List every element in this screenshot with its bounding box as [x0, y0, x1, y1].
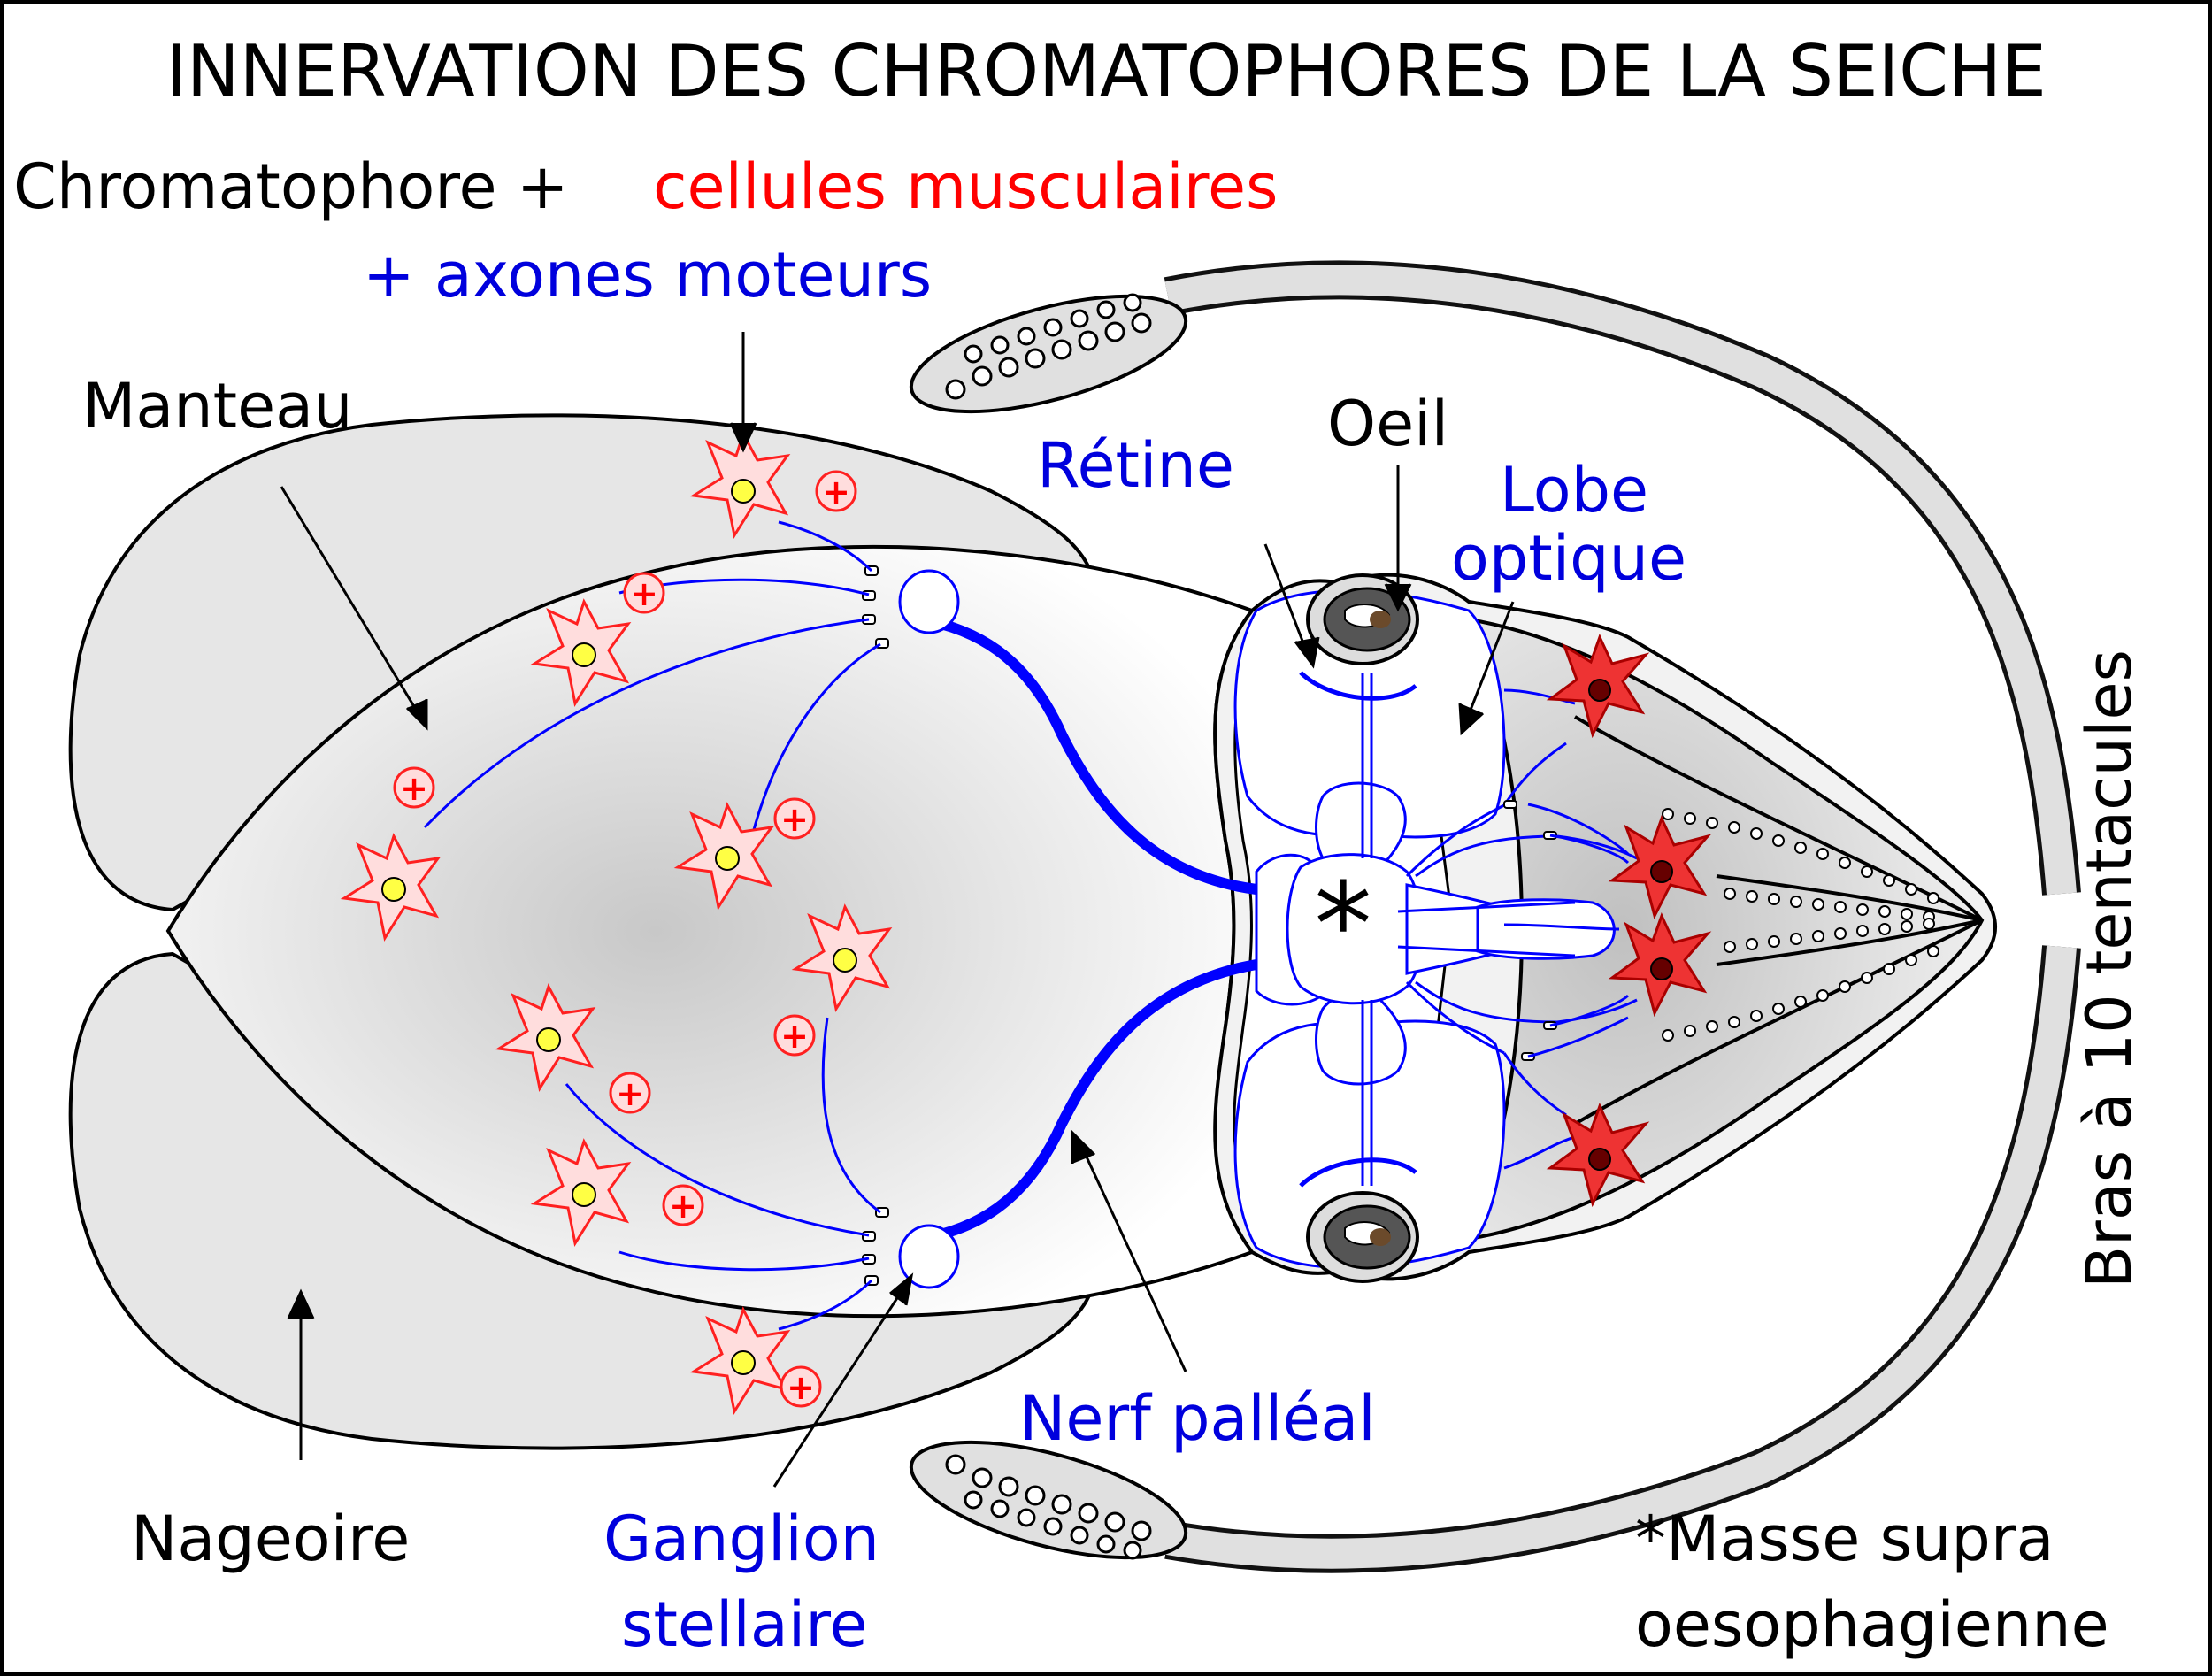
arm-lines: [1573, 715, 1983, 1126]
svg-text:+: +: [780, 1017, 809, 1056]
label-lobe: Lobe: [1500, 454, 1648, 527]
svg-text:+: +: [787, 1368, 815, 1407]
title: INNERVATION DES CHROMATOPHORES DE LA SEI…: [165, 30, 2047, 112]
eye-upper: [1306, 573, 1419, 665]
supraoesophageal-mass: [1286, 853, 1424, 1005]
stellate-ganglia: [898, 569, 960, 1289]
label-ganglion: Ganglion: [603, 1503, 879, 1575]
club-suckers: [945, 293, 1152, 1560]
svg-text:+: +: [822, 473, 850, 511]
svg-text:+: +: [400, 769, 428, 808]
svg-text:+: +: [780, 800, 809, 839]
retinas: [1299, 671, 1417, 1188]
plus-glyphs: + + + + + + + +: [400, 473, 850, 1407]
pointer-arrows: [280, 332, 1515, 1488]
chromatophore-nuclei: [381, 479, 857, 1375]
brachial-lobe: [1476, 898, 1616, 960]
label-masse-2: oesophagienne: [1635, 1588, 2109, 1661]
pallial-nerves: [919, 614, 1257, 1244]
svg-text:+: +: [616, 1074, 644, 1113]
label-manteau: Manteau: [82, 370, 352, 442]
label-stellaire: stellaire: [621, 1588, 868, 1661]
label-nerf-palleal: Nerf palléal: [1019, 1382, 1376, 1455]
label-nageoire: Nageoire: [131, 1503, 410, 1575]
labels: INNERVATION DES CHROMATOPHORES DE LA SEI…: [13, 30, 2146, 1661]
motor-axons: [423, 520, 1630, 1331]
legend-axons: + axones moteurs: [363, 239, 932, 311]
legend-chromatophore: Chromatophore +: [13, 150, 569, 223]
label-asterisk: *: [1315, 857, 1372, 992]
svg-text:+: +: [669, 1187, 697, 1226]
label-masse-1: *Masse supra: [1635, 1503, 2055, 1575]
brain-nerves: [1361, 673, 1638, 1186]
svg-text:+: +: [630, 574, 658, 613]
label-oeil: Oeil: [1327, 388, 1448, 460]
arm-suckers: [1662, 808, 1939, 1042]
label-retine: Rétine: [1037, 429, 1234, 502]
label-bras: Bras à 10 tentacules: [2073, 650, 2146, 1288]
dark-chromatophore-nuclei: [1588, 679, 1673, 1171]
eye-lower: [1306, 1191, 1419, 1283]
label-optique: optique: [1451, 522, 1686, 595]
excitation-markers: [393, 470, 857, 1408]
legend-muscles: cellules musculaires: [653, 150, 1279, 223]
